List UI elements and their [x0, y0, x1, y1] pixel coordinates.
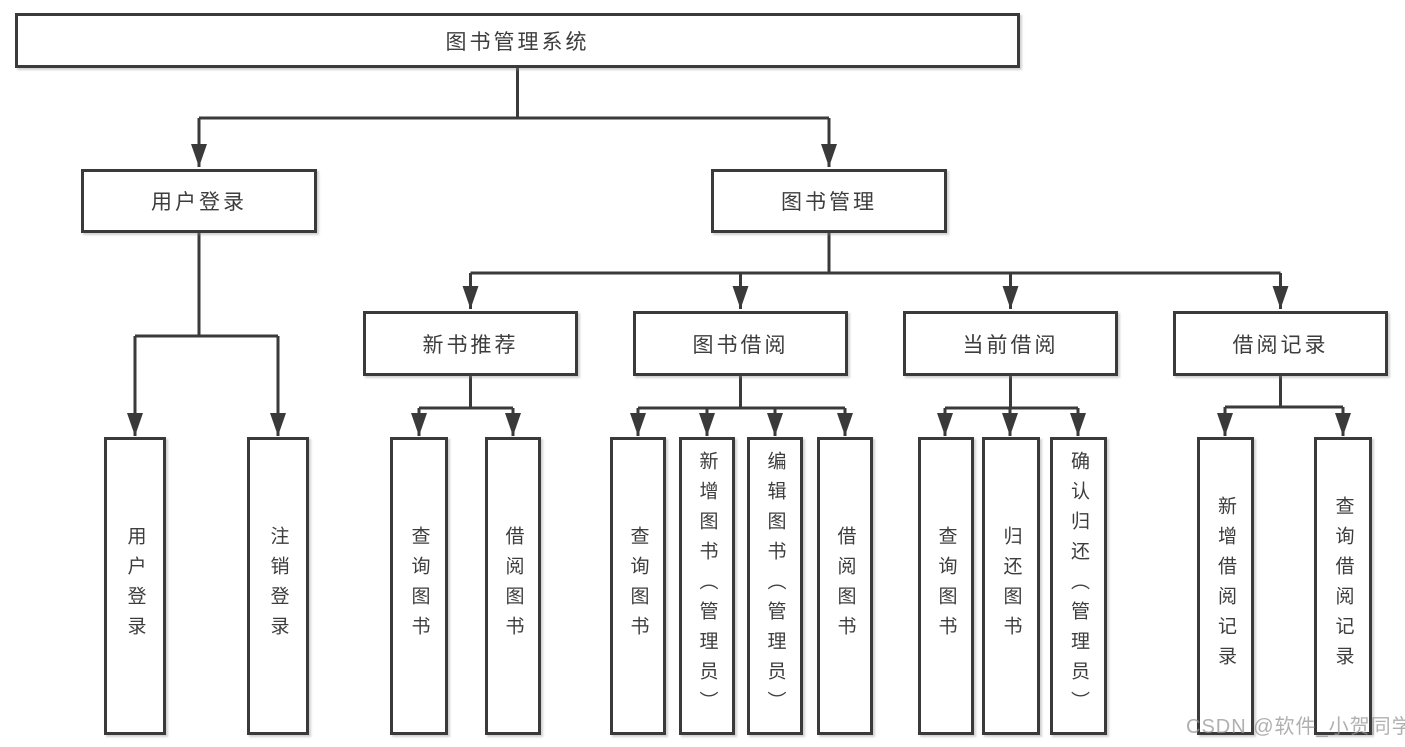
node-new-book-recommendation: 新书推荐: [363, 311, 578, 376]
leaf-return-books-label: 归还图书: [1000, 526, 1022, 646]
leaf-user-login-label: 用户登录: [124, 526, 146, 646]
node-book-management: 图书管理: [711, 169, 947, 233]
leaf-edit-books-admin: 编辑图书（管理员）: [747, 437, 803, 735]
leaf-query-borrow-record: 查询借阅记录: [1314, 437, 1372, 735]
leaf-user-login: 用户登录: [104, 437, 166, 735]
node-book-management-system: 图书管理系统: [15, 13, 1020, 68]
node-user-login: 用户登录: [81, 169, 317, 233]
node-borrowing-records: 借阅记录: [1173, 311, 1388, 376]
leaf-borrowing-borrow-books-label: 借阅图书: [834, 526, 856, 646]
leaf-return-books: 归还图书: [982, 437, 1040, 735]
leaf-add-borrow-record: 新增借阅记录: [1197, 437, 1254, 735]
node-book-borrowing: 图书借阅: [633, 311, 848, 376]
leaf-confirm-return-admin: 确认归还（管理员）: [1050, 437, 1107, 735]
leaf-newbook-borrow-books-label: 借阅图书: [502, 526, 524, 646]
leaf-borrowing-borrow-books: 借阅图书: [817, 437, 873, 735]
leaf-current-query-books-label: 查询图书: [935, 526, 957, 646]
leaf-query-borrow-record-label: 查询借阅记录: [1332, 496, 1354, 676]
leaf-confirm-return-admin-label: 确认归还（管理员）: [1068, 451, 1089, 721]
leaf-newbook-query-books: 查询图书: [390, 437, 448, 735]
leaf-newbook-borrow-books: 借阅图书: [485, 437, 541, 735]
leaf-edit-books-admin-label: 编辑图书（管理员）: [764, 451, 786, 721]
leaf-add-books-admin-label: 新增图书（管理员）: [696, 451, 718, 721]
leaf-logout-label: 注销登录: [267, 526, 289, 646]
leaf-borrowing-query-books-label: 查询图书: [627, 526, 649, 646]
leaf-newbook-query-books-label: 查询图书: [408, 526, 430, 646]
node-current-borrowing: 当前借阅: [903, 311, 1118, 376]
leaf-borrowing-query-books: 查询图书: [610, 437, 666, 735]
leaf-add-books-admin: 新增图书（管理员）: [679, 437, 735, 735]
csdn-watermark: CSDN @软件_小贺同学: [1186, 716, 1405, 738]
leaf-current-query-books: 查询图书: [918, 437, 974, 735]
leaf-logout: 注销登录: [247, 437, 309, 735]
leaf-add-borrow-record-label: 新增借阅记录: [1215, 496, 1236, 676]
